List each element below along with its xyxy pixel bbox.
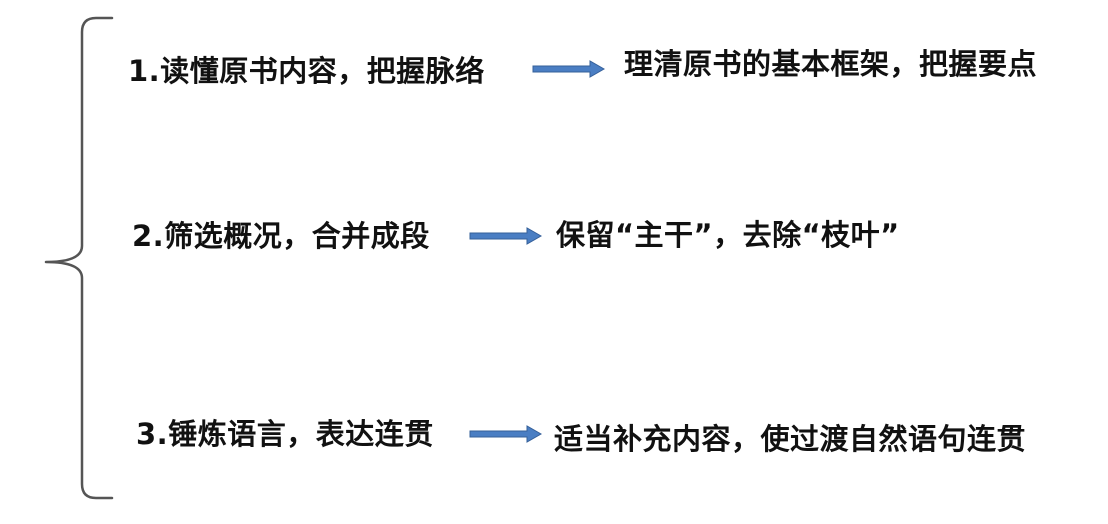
right-arrow-icon — [532, 59, 606, 79]
step-1-result: 理清原书的基本框架，把握要点 — [624, 47, 1038, 81]
step-2-result: 保留“主干”，去除“枝叶” — [556, 218, 900, 252]
step-1-label: 1.读懂原书内容，把握脉络 — [128, 54, 485, 88]
right-arrow-icon — [469, 424, 543, 444]
step-3-label: 3.锤炼语言，表达连贯 — [136, 417, 434, 451]
step-2-label: 2.筛选概况，合并成段 — [132, 219, 430, 253]
right-arrow-icon — [469, 226, 543, 246]
step-3-result: 适当补充内容，使过渡自然语句连贯 — [554, 422, 1027, 456]
